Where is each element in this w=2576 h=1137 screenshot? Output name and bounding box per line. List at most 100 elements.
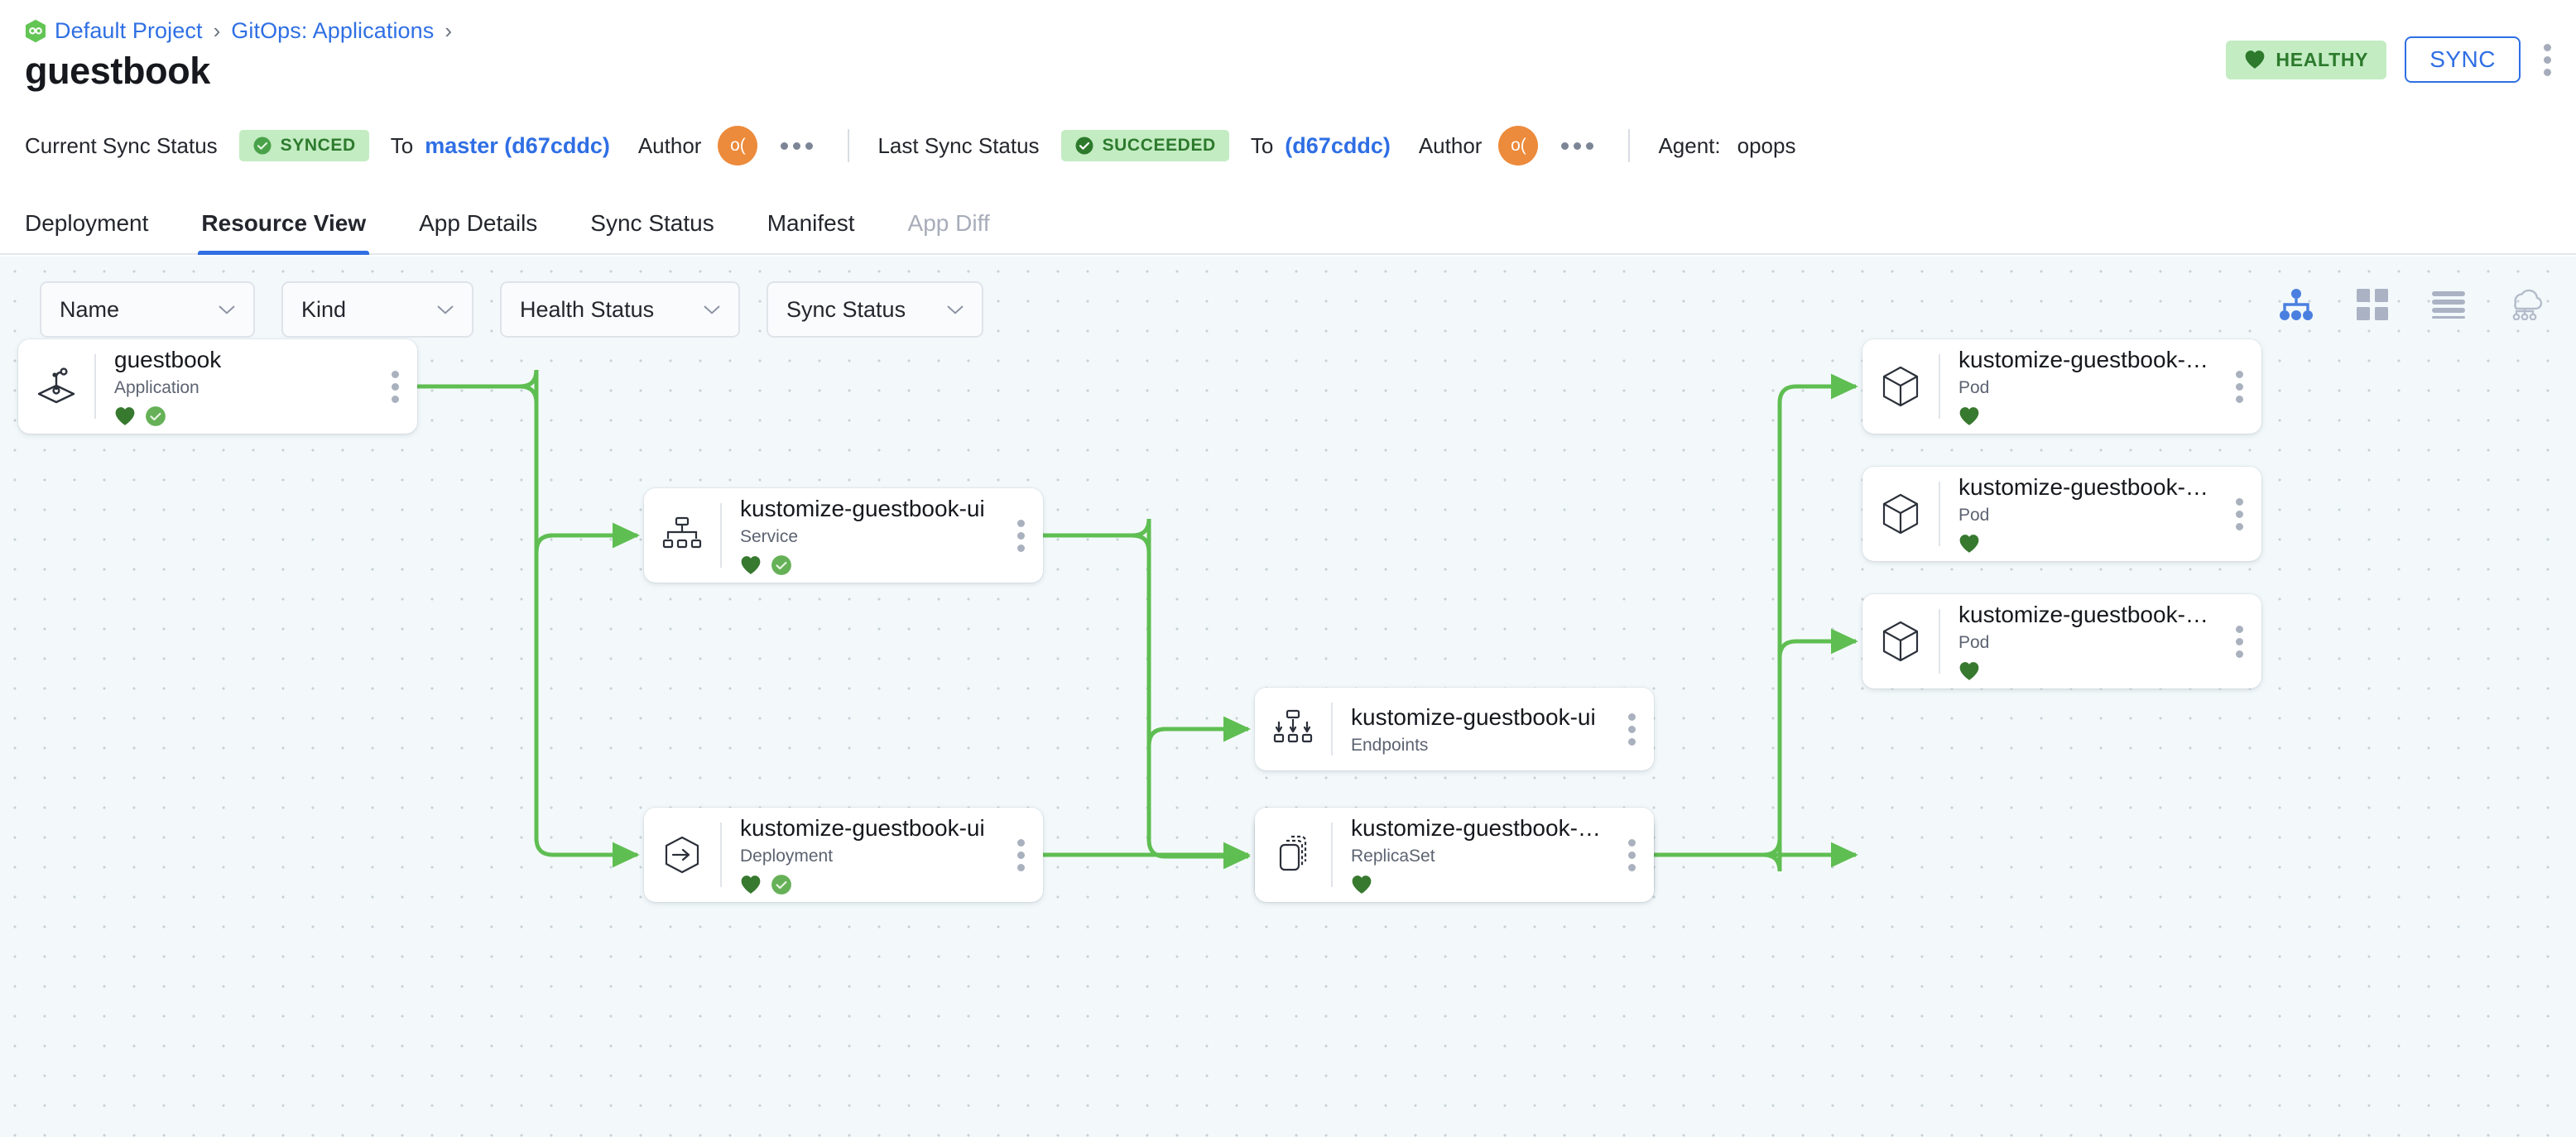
node-divider [1331,703,1333,756]
check-circle-icon [771,554,791,575]
current-sync-status-badge: SYNCED [238,130,369,161]
current-sync-overflow-menu[interactable] [774,136,819,156]
heart-icon [1959,534,1979,553]
heart-icon [115,406,135,425]
current-author-avatar[interactable]: o( [718,126,758,166]
breadcrumb-separator: › [445,18,453,43]
current-author-label: Author [637,132,702,158]
page-title: guestbook [25,50,210,92]
status-divider [848,129,850,162]
node-divider [1331,823,1333,887]
graph-node-replicaset[interactable]: kustomize-guestbook-ui-... ReplicaSet [1255,808,1654,902]
tab-manifest[interactable]: Manifest [767,210,855,236]
replicaset-icon [1255,834,1331,876]
last-to-label: To [1250,132,1274,158]
tab-resource-view[interactable]: Resource View [175,210,392,255]
header-actions: HEALTHY SYNC [2226,36,2556,83]
breadcrumb-separator: › [213,18,221,43]
heart-icon [1959,406,1979,425]
status-bar: Current Sync Status SYNCED To master (d6… [0,116,2576,175]
node-status-icons [740,554,990,577]
current-revision-link[interactable]: master (d67cddc) [425,132,610,158]
deployment-icon [644,834,720,876]
node-title: kustomize-guestbook-ui-... [1958,347,2208,373]
node-title: kustomize-guestbook-ui-... [1958,474,2208,501]
check-circle-icon [146,405,166,426]
status-divider [1628,129,1631,162]
tab-sync-status[interactable]: Sync Status [590,210,714,236]
check-circle-filled-icon [1075,137,1093,155]
graph-node-pod-2[interactable]: kustomize-guestbook-ui-... Pod [1862,467,2261,561]
network-view-icon[interactable] [2506,286,2543,323]
breadcrumb-item-default-project[interactable]: Default Project [55,18,203,43]
node-overflow-menu[interactable] [2217,621,2261,663]
node-overflow-menu[interactable] [2217,366,2261,408]
filter-health-status-dropdown[interactable]: Health Status [500,281,740,338]
node-divider [1939,609,1940,674]
service-icon [644,516,720,555]
last-sync-status-badge: SUCCEEDED [1060,130,1229,161]
health-status-badge: HEALTHY [2226,40,2387,79]
sync-button[interactable]: SYNC [2405,36,2521,83]
last-author-avatar[interactable]: o( [1498,126,1539,166]
node-body: kustomize-guestbook-ui-... Pod [1940,345,2217,427]
graph-node-service[interactable]: kustomize-guestbook-ui Service [644,488,1043,583]
page-header: Default Project › GitOps: Applications ›… [0,0,2576,189]
node-body: kustomize-guestbook-ui-... Pod [1940,473,2217,554]
node-overflow-menu[interactable] [1609,834,1654,876]
graph-node-endpoints[interactable]: kustomize-guestbook-ui Endpoints [1255,688,1654,770]
filter-name-label: Name [60,296,120,322]
graph-node-pod-3[interactable]: kustomize-guestbook-ui-... Pod [1862,594,2261,688]
check-circle-icon [771,874,791,895]
filter-health-status-label: Health Status [520,296,655,322]
application-icon [18,364,94,409]
grid-view-icon[interactable] [2354,286,2391,323]
filter-kind-dropdown[interactable]: Kind [281,281,473,338]
node-kind: Pod [1958,633,1990,653]
list-view-icon[interactable] [2430,286,2467,323]
node-overflow-menu[interactable] [2217,493,2261,535]
heart-icon [741,555,761,574]
node-status-icons [1958,405,2208,428]
breadcrumb-item-gitops-applications[interactable]: GitOps: Applications [231,18,435,43]
node-body: kustomize-guestbook-ui Service [722,494,998,576]
resource-graph-canvas[interactable]: Name Kind Health Status Sync Status [0,257,2576,1137]
filter-name-dropdown[interactable]: Name [40,281,255,338]
check-circle-icon [253,137,272,155]
argo-project-icon [25,19,46,43]
tab-deployment[interactable]: Deployment [25,210,149,236]
last-revision-link[interactable]: (d67cddc) [1285,132,1391,158]
node-divider [94,354,96,419]
node-title: kustomize-guestbook-ui [1351,703,1596,730]
last-sync-overflow-menu[interactable] [1555,136,1600,156]
filter-sync-status-dropdown[interactable]: Sync Status [767,281,983,338]
node-body: kustomize-guestbook-ui Endpoints [1333,703,1609,756]
node-kind: Application [114,378,199,398]
graph-node-pod-1[interactable]: kustomize-guestbook-ui-... Pod [1862,339,2261,434]
graph-node-application[interactable]: guestbook Application [18,339,417,434]
node-status-icons [1958,660,2208,683]
chevron-down-icon [219,305,235,314]
node-overflow-menu[interactable] [1609,708,1654,751]
graph-node-deployment[interactable]: kustomize-guestbook-ui Deployment [644,808,1043,902]
chevron-down-icon [947,305,964,314]
node-divider [720,823,722,887]
last-sync-status-text: SUCCEEDED [1102,136,1216,155]
node-status-icons [1351,873,1601,896]
endpoints-icon [1255,709,1331,749]
node-overflow-menu[interactable] [998,515,1043,557]
filter-bar: Name Kind Health Status Sync Status [40,281,983,338]
node-kind: Service [740,527,799,547]
filter-sync-status-label: Sync Status [786,296,906,322]
tab-app-details[interactable]: App Details [419,210,538,236]
node-divider [1939,482,1940,546]
node-overflow-menu[interactable] [372,366,417,408]
node-divider [1939,354,1940,419]
kebab-vertical-icon[interactable] [2539,39,2556,81]
node-kind: Pod [1958,378,1990,398]
tree-view-icon[interactable] [2278,286,2314,323]
last-sync-status-label: Last Sync Status [877,132,1040,158]
node-overflow-menu[interactable] [998,834,1043,876]
current-sync-status-label: Current Sync Status [25,132,218,158]
node-title: kustomize-guestbook-ui [740,815,985,842]
